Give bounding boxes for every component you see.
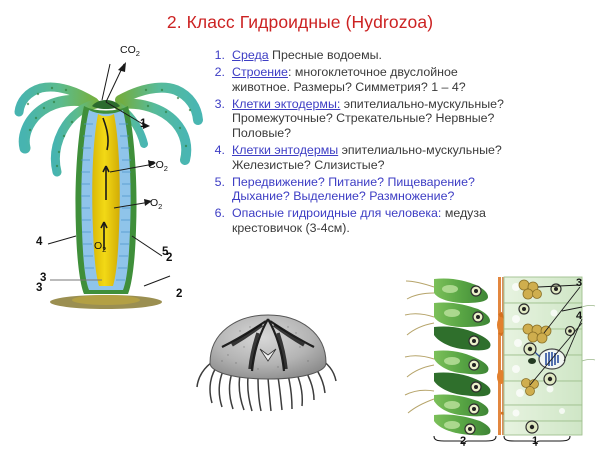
list-item-text: Передвижение? Питание? Пищеварение? <box>232 174 475 189</box>
list-item-body: Опасные гидроидные для человека: медуза … <box>232 206 596 235</box>
tissue-leader-lines <box>529 284 583 386</box>
list-item-text-line2: Железистые? Слизистые? <box>232 157 385 172</box>
nematocyst-speckles <box>26 86 192 168</box>
label-number-3: 3 <box>40 272 47 284</box>
jellyfish-illustration <box>188 303 348 413</box>
gland-cell-clusters <box>518 279 552 396</box>
gas-flow-arrows <box>100 117 110 250</box>
list-item-text-line2: крестовичок (3-4см). <box>232 221 350 236</box>
jellyfish-radial-canals <box>221 318 315 372</box>
tissue-label-1: 1 <box>532 435 539 447</box>
list-item-text: медуза <box>441 206 486 221</box>
list-item-keyword[interactable]: Клетки энтодермы <box>232 143 339 158</box>
list-item-number: 1. <box>214 48 225 62</box>
tissue-brackets <box>433 435 571 447</box>
list-item-number: 4. <box>214 143 225 158</box>
hydra-anatomy-diagram: CO2 CO2 O2 O2 1 2 3 4 5 <box>14 40 204 310</box>
hydra-svg <box>14 62 203 309</box>
nuclei-ectoderm <box>518 283 576 434</box>
list-item-number: 6. <box>214 206 225 221</box>
label-co2-mid: CO2 <box>148 159 168 174</box>
list-item: 1. Среда Пресные водоемы. <box>204 48 596 63</box>
label-number-2: 2 <box>166 252 173 264</box>
list-item-text: эпителиально-мускульные? <box>340 96 504 111</box>
label-o2-inner: O2 <box>94 240 107 255</box>
list-item-body: Передвижение? Питание? Пищеварение? Дыха… <box>232 175 596 204</box>
endoderm-cells <box>434 278 491 436</box>
list-item-text: Пресные водоемы. <box>268 48 382 62</box>
tissue-label-4: 4 <box>576 310 583 322</box>
jellyfish-bell <box>209 314 327 380</box>
list-item-keyword[interactable]: Клетки эктодермы: <box>232 96 341 111</box>
nuclei-endoderm <box>464 285 484 435</box>
list-item-text-line3: Половые? <box>232 125 292 140</box>
jellyfish-manubrium <box>259 348 277 362</box>
list-item: 4. Клетки энтодермы эпителиально-мускуль… <box>204 143 596 172</box>
ectoderm-cell-lines <box>81 123 131 281</box>
list-item-number: 5. <box>214 174 225 189</box>
label-number-1: 1 <box>140 118 147 130</box>
list-item-text-line2: Дыхание? Выделение? Размножение? <box>232 189 455 204</box>
list-item-keyword[interactable]: Среда <box>232 48 269 62</box>
list-item: 2. Строение: многоклеточное двуслойное ж… <box>204 65 596 94</box>
hydra-label-number-5: 5 <box>162 246 169 258</box>
list-item-number: 2. <box>214 65 225 80</box>
ectoderm-cilia <box>581 304 596 362</box>
list-item-body: Клетки энтодермы эпителиально-мускульные… <box>232 143 596 172</box>
list-item-keyword[interactable]: Строение <box>232 65 288 80</box>
flagella <box>404 280 435 414</box>
leader-arrowheads <box>118 62 156 206</box>
list-item: 5. Передвижение? Питание? Пищеварение? Д… <box>204 175 596 204</box>
jellyfish-gonads <box>231 323 305 370</box>
tissue-svg <box>404 273 596 448</box>
endoderm-cell-column <box>404 278 491 436</box>
vacuoles <box>442 285 460 429</box>
list-item-text: : многоклеточное двуслойное <box>287 65 458 80</box>
label-number-4: 4 <box>36 236 43 248</box>
jellyfish-svg <box>196 314 337 412</box>
list-item-text-line2: Промежуточные? Стрекательные? Нервные? <box>232 111 495 126</box>
hydra-label-number-2b: 2 <box>176 288 183 300</box>
hydra-label-number-3b: 3 <box>36 282 43 294</box>
list-item: 3. Клетки эктодермы: эпителиально-мускул… <box>204 97 596 141</box>
list-item-number: 3. <box>214 96 225 111</box>
substrate-highlight <box>72 295 140 305</box>
list-item-text-line2: животное. Размеры? Симметрия? 1 – 4? <box>232 79 466 94</box>
cell-layers-diagram: 3 4 2 1 <box>404 273 596 448</box>
list-item-body: Клетки эктодермы: эпителиально-мускульны… <box>232 97 596 141</box>
page-title: 2. Класс Гидроидные (Hydrozoa) <box>166 12 434 32</box>
tissue-label-3: 3 <box>576 277 583 289</box>
tissue-label-2: 2 <box>460 435 467 447</box>
list-item-keyword: Опасные гидроидные для человека: <box>232 206 442 221</box>
list-item-body: Среда Пресные водоемы. <box>232 48 596 63</box>
list-item-body: Строение: многоклеточное двуслойное живо… <box>232 65 596 94</box>
content-list: 1. Среда Пресные водоемы. 2. Строение: м… <box>204 48 596 238</box>
label-o2-right: O2 <box>150 197 163 212</box>
list-item-text: эпителиально-мускульные? <box>338 143 502 158</box>
tentacle-group-right <box>114 82 203 165</box>
list-item: 6. Опасные гидроидные для человека: меду… <box>204 206 596 235</box>
ectoderm-cell-column <box>503 276 596 436</box>
jellyfish-stipple <box>221 326 309 370</box>
label-co2-top: CO2 <box>120 44 140 59</box>
